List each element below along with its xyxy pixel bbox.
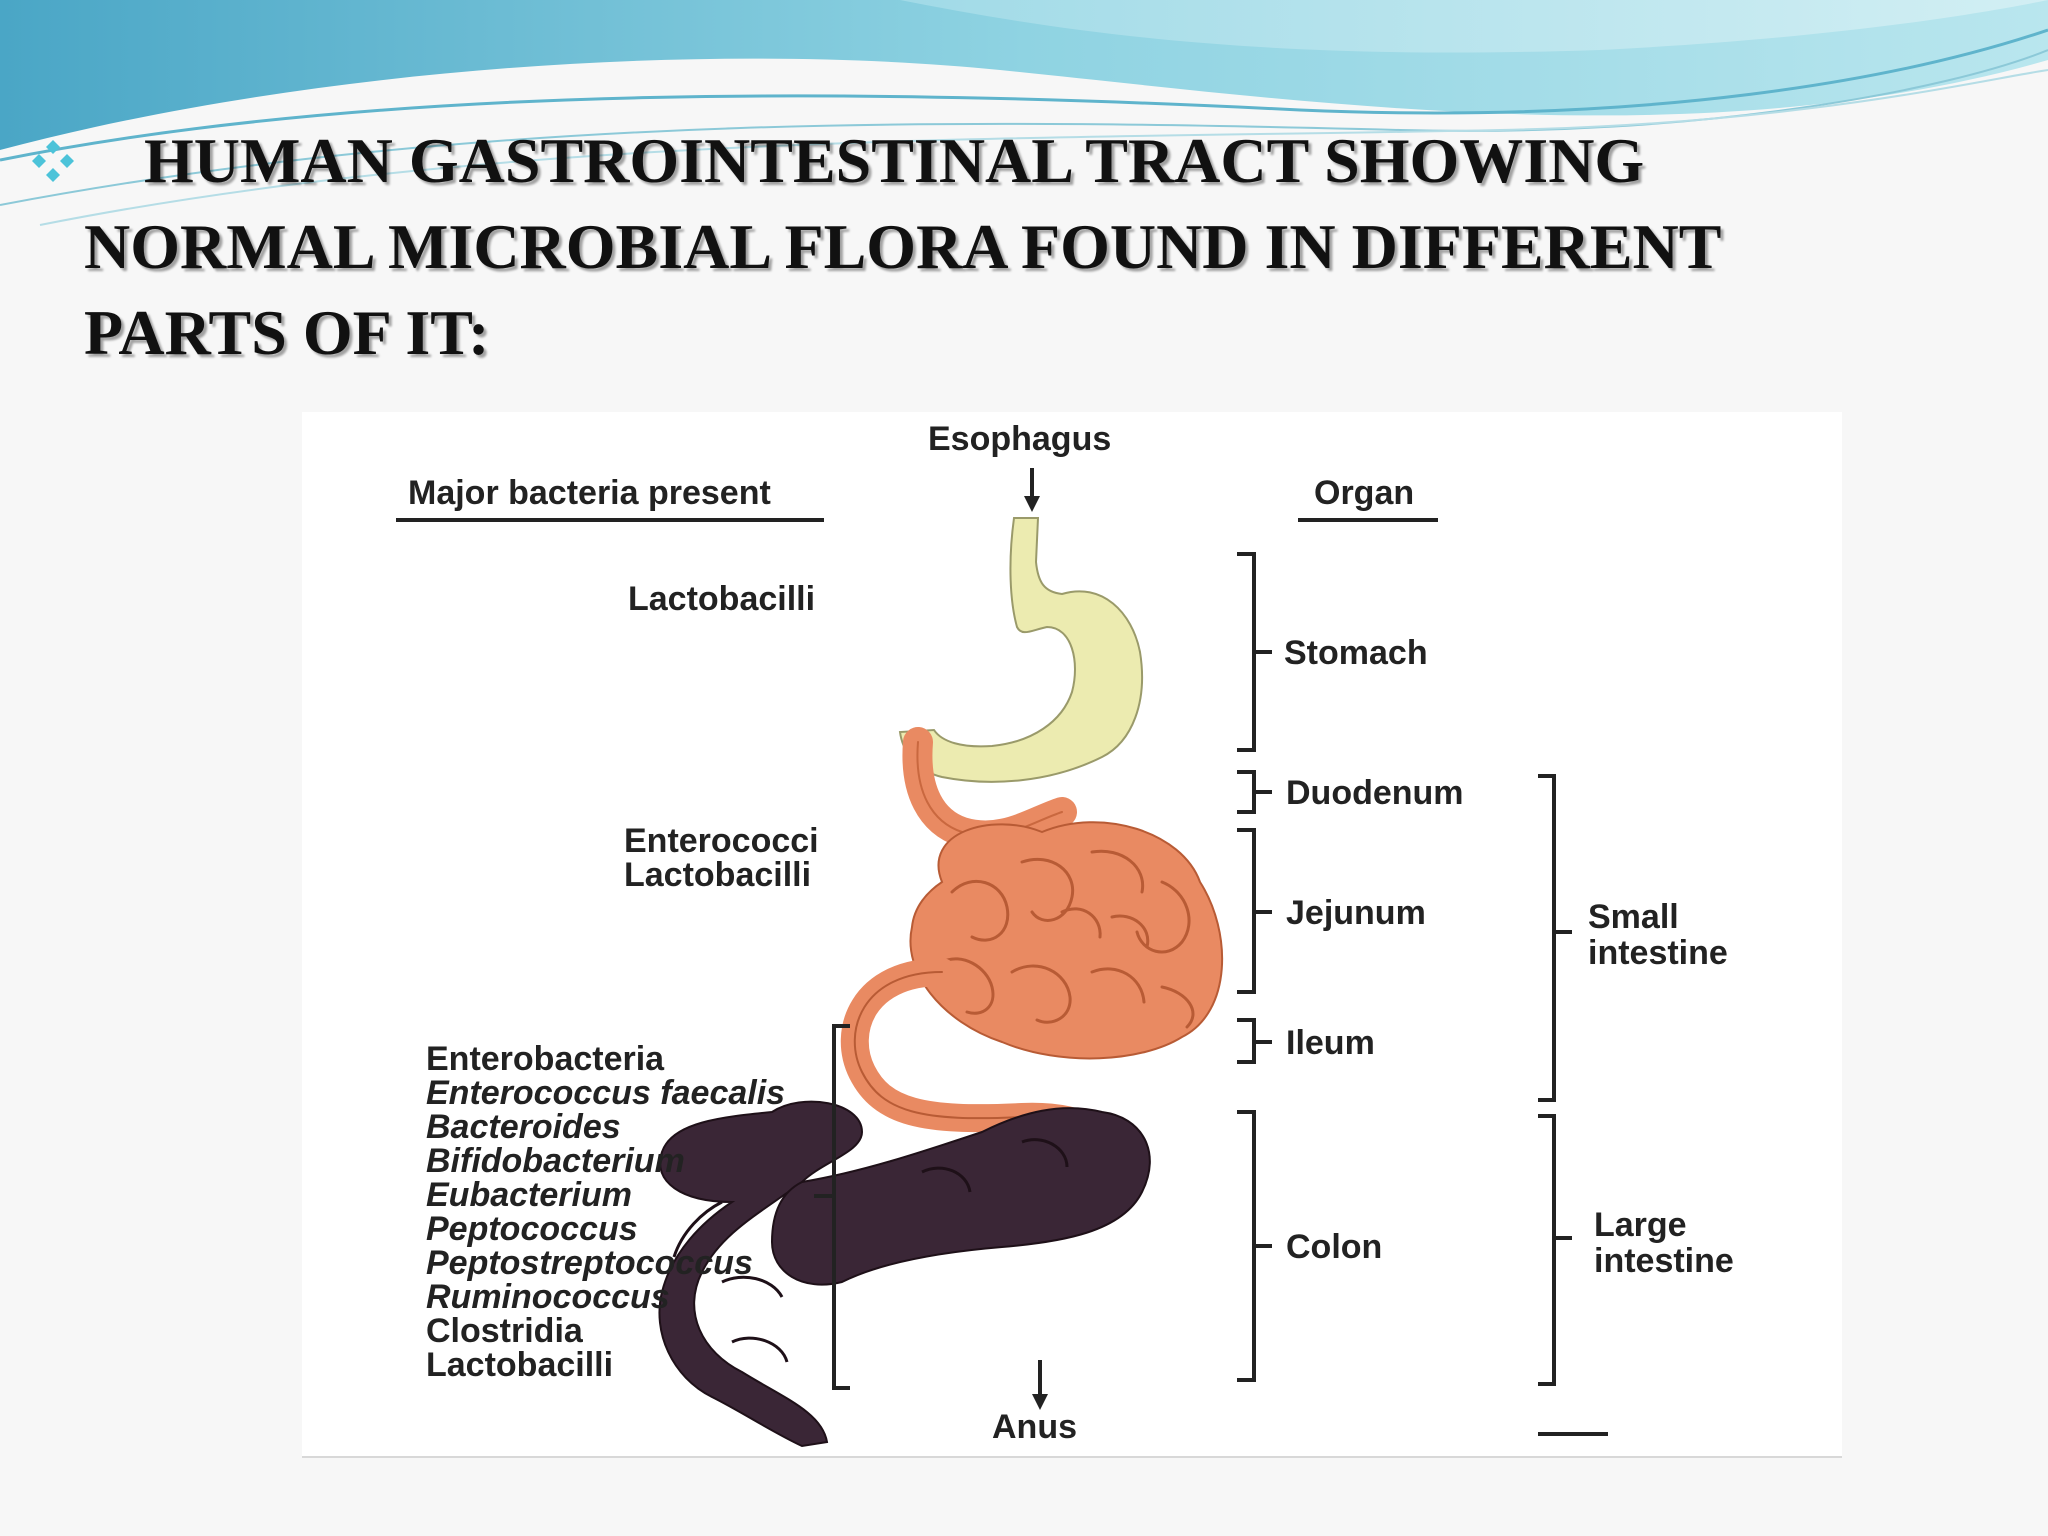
header-wave-line-1 <box>0 28 2048 162</box>
esophagus-arrow <box>1024 468 1040 512</box>
bacteria-header-underline <box>396 518 824 522</box>
gi-tract-figure: Esophagus Major bacteria present Organ L… <box>302 412 1842 1458</box>
small-intestine-bacteria-1: Enterococci <box>624 822 819 860</box>
header-wave-line-3 <box>39 69 2048 226</box>
gi-tract-illustration <box>658 468 1608 1448</box>
colon-bacteria-item: Clostridia <box>426 1312 583 1350</box>
colon-bacteria-item: Bacteroides <box>426 1108 621 1146</box>
title-line-1: HUMAN GASTROINTESTINAL TRACT SHOWING <box>144 125 1645 196</box>
colon-bacteria-bracket <box>814 1024 850 1390</box>
group-large-intestine-line1: Large <box>1594 1206 1687 1244</box>
colon-bacteria-item: Lactobacilli <box>426 1346 614 1384</box>
diamond-bullet-icon <box>32 140 74 182</box>
organ-jejunum: Jejunum <box>1286 894 1426 932</box>
organ-duodenum: Duodenum <box>1286 774 1464 812</box>
anus-arrow <box>1032 1360 1048 1410</box>
small-intestine-bacteria-2: Lactobacilli <box>624 856 812 894</box>
organ-header-underline <box>1298 518 1438 522</box>
organ-ileum: Ileum <box>1286 1024 1375 1062</box>
colon-bacteria-list: Enterobacteria Enterococcus faecalis Bac… <box>426 1042 785 1382</box>
organ-header: Organ <box>1314 474 1415 512</box>
group-brackets <box>1538 774 1608 1436</box>
stomach-bacteria-1: Lactobacilli <box>628 580 816 618</box>
colon-shape <box>658 1100 1151 1448</box>
organ-stomach: Stomach <box>1284 634 1428 672</box>
colon-bacteria-item: Peptococcus <box>426 1210 638 1248</box>
bacteria-header: Major bacteria present <box>408 474 771 512</box>
colon-bacteria-item: Enterococcus faecalis <box>426 1074 786 1112</box>
colon-bacteria-item: Enterobacteria <box>426 1040 665 1078</box>
stomach-shape <box>898 517 1144 783</box>
organ-brackets <box>1237 552 1272 1382</box>
jejunum-shape <box>909 821 1224 1060</box>
colon-bacteria-item: Bifidobacterium <box>426 1142 685 1180</box>
organ-colon: Colon <box>1286 1228 1383 1266</box>
header-wave-line-2 <box>0 49 2048 206</box>
colon-bacteria-item: Peptostreptococcus <box>426 1244 753 1282</box>
group-large-intestine-line2: intestine <box>1594 1242 1734 1280</box>
title-line-2: NORMAL MICROBIAL FLORA FOUND IN DIFFEREN… <box>84 211 1722 282</box>
colon-bacteria-item: Eubacterium <box>426 1176 632 1214</box>
group-small-intestine-line1: Small <box>1588 898 1679 936</box>
title-line-3: PARTS OF IT: <box>84 297 490 368</box>
slide-title: HUMAN GASTROINTESTINAL TRACT SHOWING NOR… <box>84 118 1984 376</box>
colon-bacteria-item: Ruminococcus <box>426 1278 670 1316</box>
header-wave-light <box>900 0 2048 53</box>
anus-label: Anus <box>992 1408 1077 1446</box>
esophagus-label: Esophagus <box>928 420 1112 458</box>
group-small-intestine-line2: intestine <box>1588 934 1728 972</box>
